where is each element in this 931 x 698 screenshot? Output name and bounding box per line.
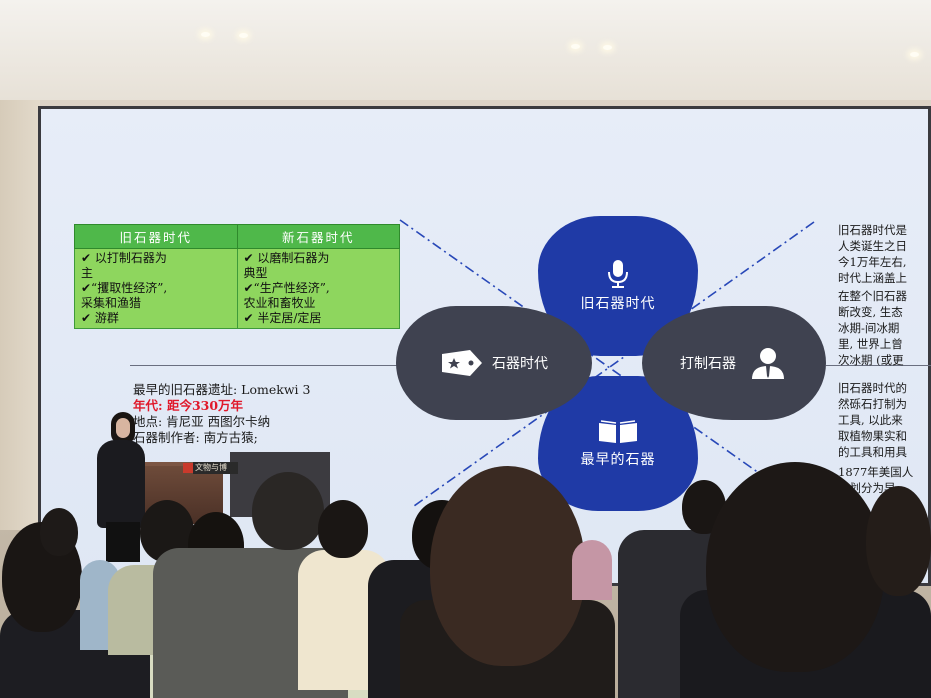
ceiling-light — [910, 52, 919, 57]
text-line: 然砾石打制为 — [838, 397, 907, 411]
audience-member — [572, 540, 612, 600]
ceiling-light — [201, 32, 210, 37]
ceiling-light — [239, 33, 248, 38]
table-line: ✔ 以磨制石器为 — [243, 251, 330, 265]
podium-sign: 文物与博 — [193, 462, 238, 474]
text-line: 冰期-间冰期 — [838, 321, 900, 335]
divider-right — [826, 365, 931, 366]
table-line: 典型 — [243, 266, 268, 280]
tag-icon — [442, 350, 482, 376]
text-line: 今1万年左右, — [838, 255, 907, 269]
table-line: 农业和畜牧业 — [243, 296, 316, 310]
petal-label-right: 打制石器 — [680, 356, 736, 372]
audience-head-cap — [252, 472, 324, 550]
site-name: 最早的旧石器遗址: Lomekwi 3 — [133, 382, 311, 397]
text-line: 旧石器时代的 — [838, 381, 907, 395]
table-line: ✔“攫取性经济”, — [81, 281, 168, 295]
ceiling-light — [603, 45, 612, 50]
audience-head — [40, 508, 78, 556]
right-paragraph-2: 在整个旧石器 断改变, 生态 冰期-间冰期 里, 世界上曾 次冰期 (或更 — [838, 288, 907, 368]
site-location: 地点: 肯尼亚 西图尔卡纳 — [133, 414, 271, 429]
site-maker: 石器制作者: 南方古猿; — [133, 430, 258, 445]
ceiling — [0, 0, 931, 100]
text-line: 在整个旧石器 — [838, 289, 907, 303]
comparison-table: 旧石器时代 新石器时代 ✔ 以打制石器为 主 ✔“攫取性经济”, 采集和渔猎 ✔… — [74, 224, 400, 329]
speaker-face — [116, 418, 130, 438]
audience-head — [318, 500, 368, 558]
text-line: 断改变, 生态 — [838, 305, 903, 319]
podium-sign-logo — [183, 463, 193, 473]
petal-stone-age: 石器时代 — [396, 306, 592, 420]
speaker-legs — [106, 522, 140, 562]
table-line: ✔“生产性经济”, — [243, 281, 330, 295]
site-age: 年代: 距今330万年 — [133, 398, 244, 413]
right-paragraph-3: 旧石器时代的 然砾石打制为 工具, 以此来 取植物果实和 的工具和用具 — [838, 380, 907, 460]
table-line: 主 — [81, 266, 94, 280]
ceiling-light — [571, 44, 580, 49]
speaker — [97, 440, 145, 528]
text-line: 里, 世界上曾 — [838, 337, 903, 351]
table-header-paleolithic: 旧石器时代 — [74, 224, 238, 249]
audience-head-long-hair — [430, 466, 585, 666]
right-paragraph-1: 旧石器时代是 人类诞生之日 今1万年左右, 时代上涵盖上 — [838, 222, 907, 286]
text-line: 取植物果实和 — [838, 429, 907, 443]
dashed-line-b — [413, 221, 815, 507]
petal-label-bottom: 最早的石器 — [580, 451, 656, 468]
text-line: 次冰期 (或更 — [838, 353, 904, 367]
table-line: ✔ 以打制石器为 — [81, 251, 167, 265]
audience-head-right — [706, 462, 884, 672]
microphone-icon — [608, 260, 628, 288]
table-line: ✔ 游群 — [81, 311, 119, 325]
audience-head — [866, 486, 931, 596]
divider-left — [130, 365, 400, 366]
text-line: 1877年美国人 — [838, 465, 914, 479]
left-wall — [0, 100, 40, 530]
podium-sign-text: 文物与博 — [195, 463, 227, 472]
table-cell-neolithic: ✔ 以磨制石器为 典型 ✔“生产性经济”, 农业和畜牧业 ✔ 半定居/定居 — [236, 248, 400, 329]
person-icon — [752, 348, 784, 379]
text-line: 时代上涵盖上 — [838, 271, 907, 285]
petal-label-top: 旧石器时代 — [580, 296, 656, 312]
table-line: ✔ 半定居/定居 — [243, 311, 322, 325]
text-line: 人类诞生之日 — [838, 239, 907, 253]
open-book-icon — [599, 419, 637, 443]
table-cell-paleolithic: ✔ 以打制石器为 主 ✔“攫取性经济”, 采集和渔猎 ✔ 游群 — [74, 248, 238, 329]
earliest-site-info: 最早的旧石器遗址: Lomekwi 3 年代: 距今330万年 地点: 肯尼亚 … — [133, 382, 310, 446]
text-line: 旧石器时代是 — [838, 223, 907, 237]
petal-label-left: 石器时代 — [492, 356, 548, 372]
text-line: 的工具和用具 — [838, 445, 907, 459]
text-line: 工具, 以此来 — [838, 413, 903, 427]
table-line: 采集和渔猎 — [81, 296, 142, 310]
petal-chipped-stone: 打制石器 — [642, 306, 826, 420]
